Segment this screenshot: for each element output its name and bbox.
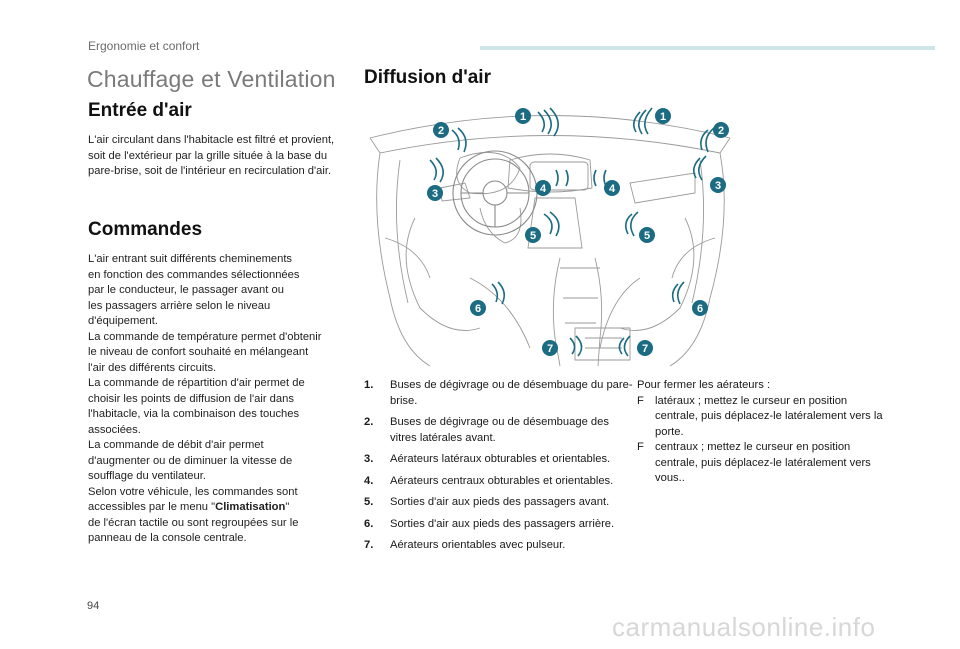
- watermark: carmanualsonline.info: [612, 612, 876, 642]
- menu-suffix: ": [285, 501, 290, 513]
- commandes-line: La commande de température permet d'obte…: [88, 330, 322, 343]
- callout-badge-1: 1: [655, 108, 671, 124]
- callout-badge-3: 3: [710, 177, 726, 193]
- close-vents-title: Pour fermer les aérateurs :: [637, 379, 771, 391]
- callout-badge-5: 5: [639, 227, 655, 243]
- svg-text:4: 4: [540, 183, 547, 195]
- paragraph-commandes: L'air entrant suit différents cheminemen…: [88, 252, 346, 547]
- commandes-line: l'habitacle, via la combinaison des touc…: [88, 408, 300, 420]
- svg-text:5: 5: [644, 230, 650, 242]
- legend-item: 6. Sorties d'air aux pieds des passagers …: [364, 517, 634, 533]
- paragraph-entree-air: L'air circulant dans l'habitacle est fil…: [88, 134, 335, 177]
- legend-number: 4.: [364, 474, 374, 487]
- legend-item: 4. Aérateurs centraux obturables et orien…: [364, 474, 634, 490]
- legend-text: Aérateurs orientables avec pulseur.: [390, 539, 566, 551]
- legend-number: 3.: [364, 453, 374, 465]
- callout-badge-1: 1: [515, 108, 531, 124]
- commandes-line: Selon votre véhicule, les commandes sont: [88, 485, 298, 498]
- page-title: Chauffage et Ventilation: [87, 66, 336, 92]
- callout-badge-7: 7: [637, 340, 653, 356]
- legend-item: 2. Buses de dégivrage ou de désembuage de…: [364, 415, 634, 446]
- heading-entree-air: Entrée d'air: [88, 100, 192, 121]
- callout-badge-7: 7: [542, 340, 558, 356]
- dashboard-outline: [369, 115, 731, 367]
- callout-badge-4: 4: [604, 180, 620, 196]
- menu-name-climatisation: Climatisation: [215, 501, 286, 513]
- svg-text:3: 3: [715, 180, 721, 192]
- instruction-text: latéraux ; mettez le curseur en position…: [655, 394, 883, 438]
- legend-text: Sorties d'air aux pieds des passagers av…: [390, 496, 610, 508]
- svg-text:5: 5: [530, 230, 536, 242]
- svg-text:2: 2: [438, 125, 444, 137]
- commandes-line: par le conducteur, le passager avant ou: [88, 284, 284, 296]
- callout-badge-5: 5: [525, 227, 541, 243]
- commandes-line: choisir les points de diffusion de l'air…: [88, 392, 294, 405]
- legend-number: 2.: [364, 416, 374, 428]
- callout-badge-3: 3: [427, 185, 443, 201]
- svg-text:1: 1: [520, 111, 526, 123]
- legend-item: 3. Aérateurs latéraux obturables et orien…: [364, 452, 634, 468]
- commandes-line: de l'écran tactile ou sont regroupées su…: [88, 516, 299, 529]
- svg-text:6: 6: [475, 303, 481, 315]
- legend-text: Aérateurs latéraux obturables et orienta…: [390, 453, 611, 465]
- section-header: Ergonomie et confort: [88, 39, 200, 53]
- commandes-line: d'équipement.: [88, 315, 158, 327]
- commandes-line: les passagers arrière selon le niveau: [88, 299, 271, 312]
- legend-text: Buses de dégivrage ou de désembuage du p…: [390, 379, 633, 407]
- svg-text:3: 3: [432, 188, 438, 200]
- legend-text: Sorties d'air aux pieds des passagers ar…: [390, 517, 615, 530]
- commandes-line: La commande de débit d'air permet: [88, 439, 264, 451]
- page-number: 94: [87, 600, 100, 612]
- legend-item: 1. Buses de dégivrage ou de désembuage du…: [364, 378, 634, 409]
- heading-commandes: Commandes: [88, 219, 203, 240]
- airflow-arrows: [429, 107, 715, 357]
- steering-wheel: [452, 150, 538, 236]
- instruction-text: centraux ; mettez le curseur en position…: [655, 441, 871, 484]
- svg-text:2: 2: [718, 125, 724, 137]
- legend-text: Aérateurs centraux obturables et orienta…: [390, 474, 614, 487]
- callout-badge-6: 6: [692, 300, 708, 316]
- bullet-glyph: F: [637, 394, 644, 407]
- legend-item: 5. Sorties d'air aux pieds des passagers …: [364, 495, 634, 511]
- callout-badge-6: 6: [470, 300, 486, 316]
- commandes-line: en fonction des commandes sélectionnées: [88, 268, 300, 281]
- commandes-line: le niveau de confort souhaité en mélange…: [88, 346, 309, 358]
- commandes-line: associées.: [88, 423, 141, 436]
- legend-number: 6.: [364, 517, 374, 530]
- diffusion-legend-list: 1. Buses de dégivrage ou de désembuage du…: [364, 378, 634, 560]
- commandes-line: l'air des différents circuits.: [88, 361, 217, 374]
- callout-badges: 1 1 2 2 3 3 4 4 5 5 6 6 7 7: [427, 108, 729, 356]
- heading-diffusion-air: Diffusion d'air: [364, 67, 491, 88]
- commandes-line: panneau de la console centrale.: [88, 532, 247, 544]
- svg-text:7: 7: [547, 343, 553, 355]
- legend-number: 1.: [364, 379, 374, 391]
- header-accent-bar: [480, 46, 935, 50]
- commandes-line: soufflage du ventilateur.: [88, 470, 206, 482]
- svg-text:1: 1: [660, 111, 666, 123]
- dashboard-illustration: 1 1 2 2 3 3 4 4 5 5 6 6 7 7: [369, 107, 731, 367]
- commandes-line: L'air entrant suit différents cheminemen…: [88, 253, 293, 265]
- callout-badge-2: 2: [713, 122, 729, 138]
- menu-prefix: accessibles par le menu ": [88, 501, 216, 513]
- legend-item: 7. Aérateurs orientables avec pulseur.: [364, 538, 634, 554]
- svg-text:7: 7: [642, 343, 648, 355]
- commandes-line: d'augmenter ou de diminuer la vitesse de: [88, 454, 293, 467]
- legend-number: 5.: [364, 496, 374, 508]
- callout-badge-2: 2: [433, 122, 449, 138]
- legend-number: 7.: [364, 539, 374, 551]
- svg-text:4: 4: [609, 183, 616, 195]
- commandes-line: La commande de répartition d'air permet …: [88, 377, 305, 389]
- bullet-glyph: F: [637, 441, 644, 453]
- commandes-menu-line: accessibles par le menu "Climatisation": [88, 500, 346, 516]
- callout-badge-4: 4: [535, 180, 551, 196]
- svg-text:6: 6: [697, 303, 703, 315]
- legend-text: Buses de dégivrage ou de désembuage des …: [390, 416, 609, 444]
